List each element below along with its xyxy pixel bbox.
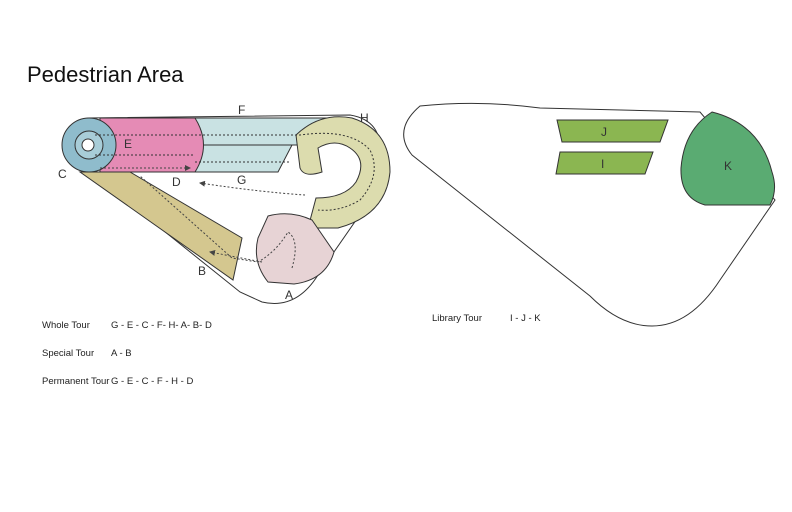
zone-j: [556, 119, 669, 143]
tour-name: Library Tour: [432, 313, 482, 324]
tour-path-upper: [95, 132, 375, 211]
tour-name: Permanent Tour: [42, 376, 110, 387]
zone-k: [680, 111, 776, 206]
zone-b: [78, 171, 243, 281]
label-j: J: [601, 125, 607, 139]
zone-i: [555, 151, 654, 175]
tour-path-lower: [95, 154, 290, 163]
zone-c-center: [81, 138, 95, 152]
tour-path-b: [139, 175, 296, 269]
page-title: Pedestrian Area: [27, 62, 184, 87]
tour-route: G - E - C - F - H - D: [111, 376, 194, 387]
left-site-outline: [87, 114, 381, 304]
label-a: A: [285, 288, 293, 302]
right-site-outline: [403, 102, 776, 327]
zone-e: [99, 117, 204, 173]
tour-name: Special Tour: [42, 348, 95, 359]
label-d: D: [172, 175, 181, 189]
tour-path-to-b: [209, 249, 263, 263]
label-g: G: [237, 173, 246, 187]
tour-route: A - B: [111, 348, 132, 359]
label-k: K: [724, 159, 732, 173]
tour-path-g-to-d: [199, 180, 306, 196]
label-e: E: [124, 137, 132, 151]
label-c: C: [58, 167, 67, 181]
label-i: I: [601, 157, 604, 171]
tour-route: G - E - C - F- H- A- B- D: [111, 320, 212, 331]
zone-g: [194, 144, 293, 173]
label-b: B: [198, 264, 206, 278]
label-h: H: [360, 111, 369, 125]
zone-h: [295, 116, 391, 229]
tour-route: I - J - K: [510, 313, 541, 324]
zone-a: [255, 213, 335, 285]
label-f: F: [238, 103, 245, 117]
tour-name: Whole Tour: [42, 320, 90, 331]
